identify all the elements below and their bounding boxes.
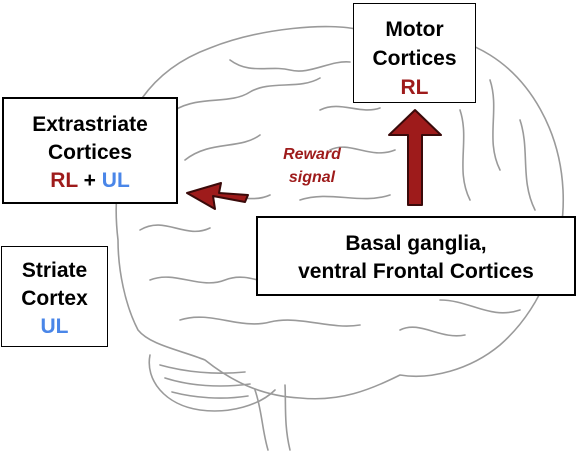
reward-signal-label: Reward signal	[262, 143, 362, 189]
striate-ul-tag: UL	[40, 315, 69, 338]
basal-line1: Basal ganglia,	[345, 232, 487, 255]
reward-line2: signal	[288, 169, 336, 186]
motor-rl-tag: RL	[400, 76, 429, 99]
arrow-left-icon	[186, 182, 249, 210]
reward-line1: Reward	[283, 146, 341, 163]
extrastriate-ul-tag: UL	[101, 169, 130, 192]
extrastriate-plus: +	[83, 169, 96, 192]
extrastriate-line1: Extrastriate	[32, 113, 148, 136]
extrastriate-tags: RL + UL	[4, 167, 176, 195]
striate-line2: Cortex	[21, 287, 88, 310]
motor-line2: Cortices	[372, 47, 457, 70]
extrastriate-rl-tag: RL	[50, 169, 78, 192]
extrastriate-cortices-box: Extrastriate Cortices RL + UL	[2, 97, 178, 204]
striate-cortex-box: Striate Cortex UL	[1, 246, 108, 347]
basal-ganglia-box: Basal ganglia, ventral Frontal Cortices	[256, 216, 576, 296]
striate-line1: Striate	[21, 259, 88, 282]
brain-outline	[115, 25, 565, 400]
brain-stem	[254, 389, 269, 451]
arrow-up-icon	[388, 109, 442, 206]
extrastriate-line2: Cortices	[47, 141, 133, 164]
basal-line2: ventral Frontal Cortices	[298, 260, 534, 283]
cerebellum	[148, 354, 276, 412]
motor-cortices-box: Motor Cortices RL	[353, 3, 476, 103]
motor-line1: Motor	[385, 18, 444, 41]
